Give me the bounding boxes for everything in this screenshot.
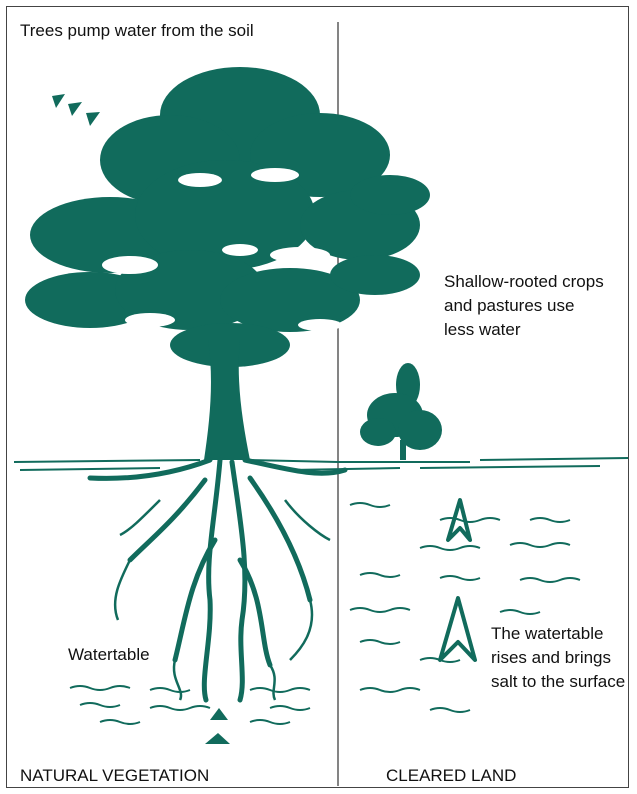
- watertable-label: Watertable: [68, 643, 150, 667]
- tree-rootlets: [115, 500, 330, 700]
- watertable-waves-left: [70, 686, 310, 724]
- tree-canopy: [25, 67, 430, 367]
- watertable-rises-text: The watertable rises and brings salt to …: [491, 622, 637, 694]
- title-text: Trees pump water from the soil: [20, 19, 254, 43]
- ground-surface: [14, 458, 628, 470]
- watertable-arrow-lower: [205, 733, 230, 744]
- transpiration-arrow-3: [86, 112, 100, 126]
- cleared-land-label: CLEARED LAND: [386, 764, 516, 788]
- rising-arrow-lower: [440, 598, 475, 660]
- natural-vegetation-label: NATURAL VEGETATION: [20, 764, 209, 788]
- transpiration-arrow-1: [52, 94, 65, 108]
- transpiration-arrow-2: [68, 102, 82, 116]
- shallow-crops-text: Shallow-rooted crops and pastures use le…: [444, 270, 604, 342]
- transpiration-arrows: [52, 94, 100, 126]
- crop-shrub: [360, 363, 442, 460]
- watertable-arrows-left: [205, 708, 230, 744]
- watertable-arrow-upper: [210, 708, 228, 720]
